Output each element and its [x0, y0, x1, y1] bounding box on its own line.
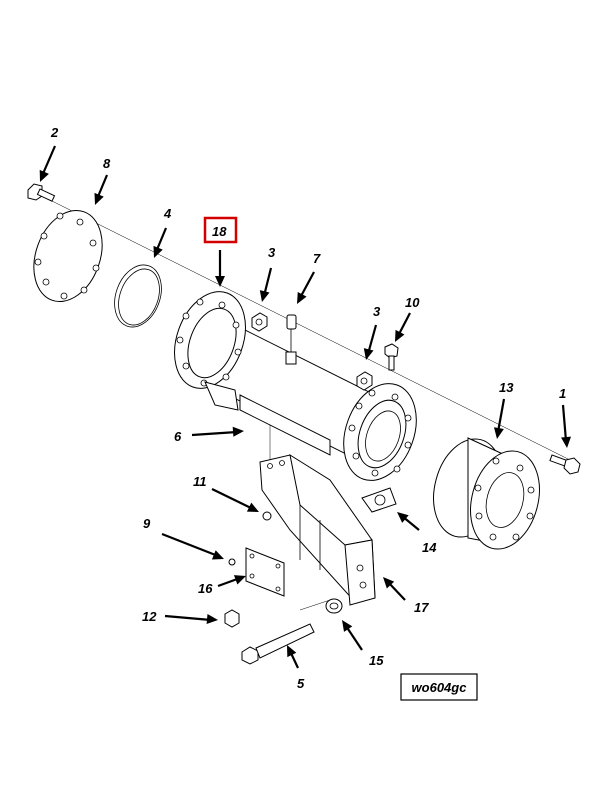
callout-4: 4 — [163, 206, 172, 221]
part-8-gasket — [33, 209, 103, 303]
part-3-nut-lower — [356, 371, 373, 391]
part-2-bolt — [27, 183, 56, 202]
callout-10: 10 — [405, 295, 420, 310]
figure-id-box: wo604gc — [400, 673, 478, 701]
part-17-bracket — [259, 453, 376, 606]
part-14-gasket — [361, 487, 397, 513]
part-5-bolt — [241, 623, 315, 665]
part-12-nut — [224, 609, 240, 628]
callout-labels: 2 8 4 18 3 7 3 10 13 1 6 11 14 9 16 17 1… — [50, 125, 566, 691]
callout-17: 17 — [414, 600, 429, 615]
callout-2: 2 — [50, 125, 59, 140]
callout-9: 9 — [143, 516, 151, 531]
part-16-plate — [245, 547, 285, 597]
part-11-nut — [262, 511, 272, 521]
callout-5: 5 — [297, 676, 305, 691]
figure-id: wo604gc — [412, 680, 468, 695]
part-15-spacer — [325, 598, 343, 614]
part-13-coupling — [433, 437, 540, 550]
callout-1: 1 — [559, 386, 566, 401]
callout-7: 7 — [313, 251, 321, 266]
callout-18-highlight-box — [203, 216, 238, 244]
leader-arrows — [35, 145, 572, 669]
callout-8: 8 — [103, 156, 111, 171]
callout-11: 11 — [193, 474, 207, 489]
part-4-ring — [114, 264, 162, 328]
part-9-nut — [228, 558, 236, 566]
part-1-bolt — [549, 454, 581, 475]
callout-6: 6 — [174, 429, 182, 444]
callout-12: 12 — [142, 609, 157, 624]
part-3-nut-upper — [251, 312, 268, 332]
callout-3-lower: 3 — [373, 304, 381, 319]
callout-3-upper: 3 — [268, 245, 276, 260]
callout-16: 16 — [198, 581, 213, 596]
part-7-plug — [286, 314, 297, 352]
callout-14: 14 — [422, 540, 437, 555]
callout-15: 15 — [369, 653, 384, 668]
callout-13: 13 — [499, 380, 514, 395]
part-10-bolt — [384, 343, 399, 371]
callout-18: 18 — [212, 224, 227, 239]
part-18-tube — [174, 291, 417, 481]
